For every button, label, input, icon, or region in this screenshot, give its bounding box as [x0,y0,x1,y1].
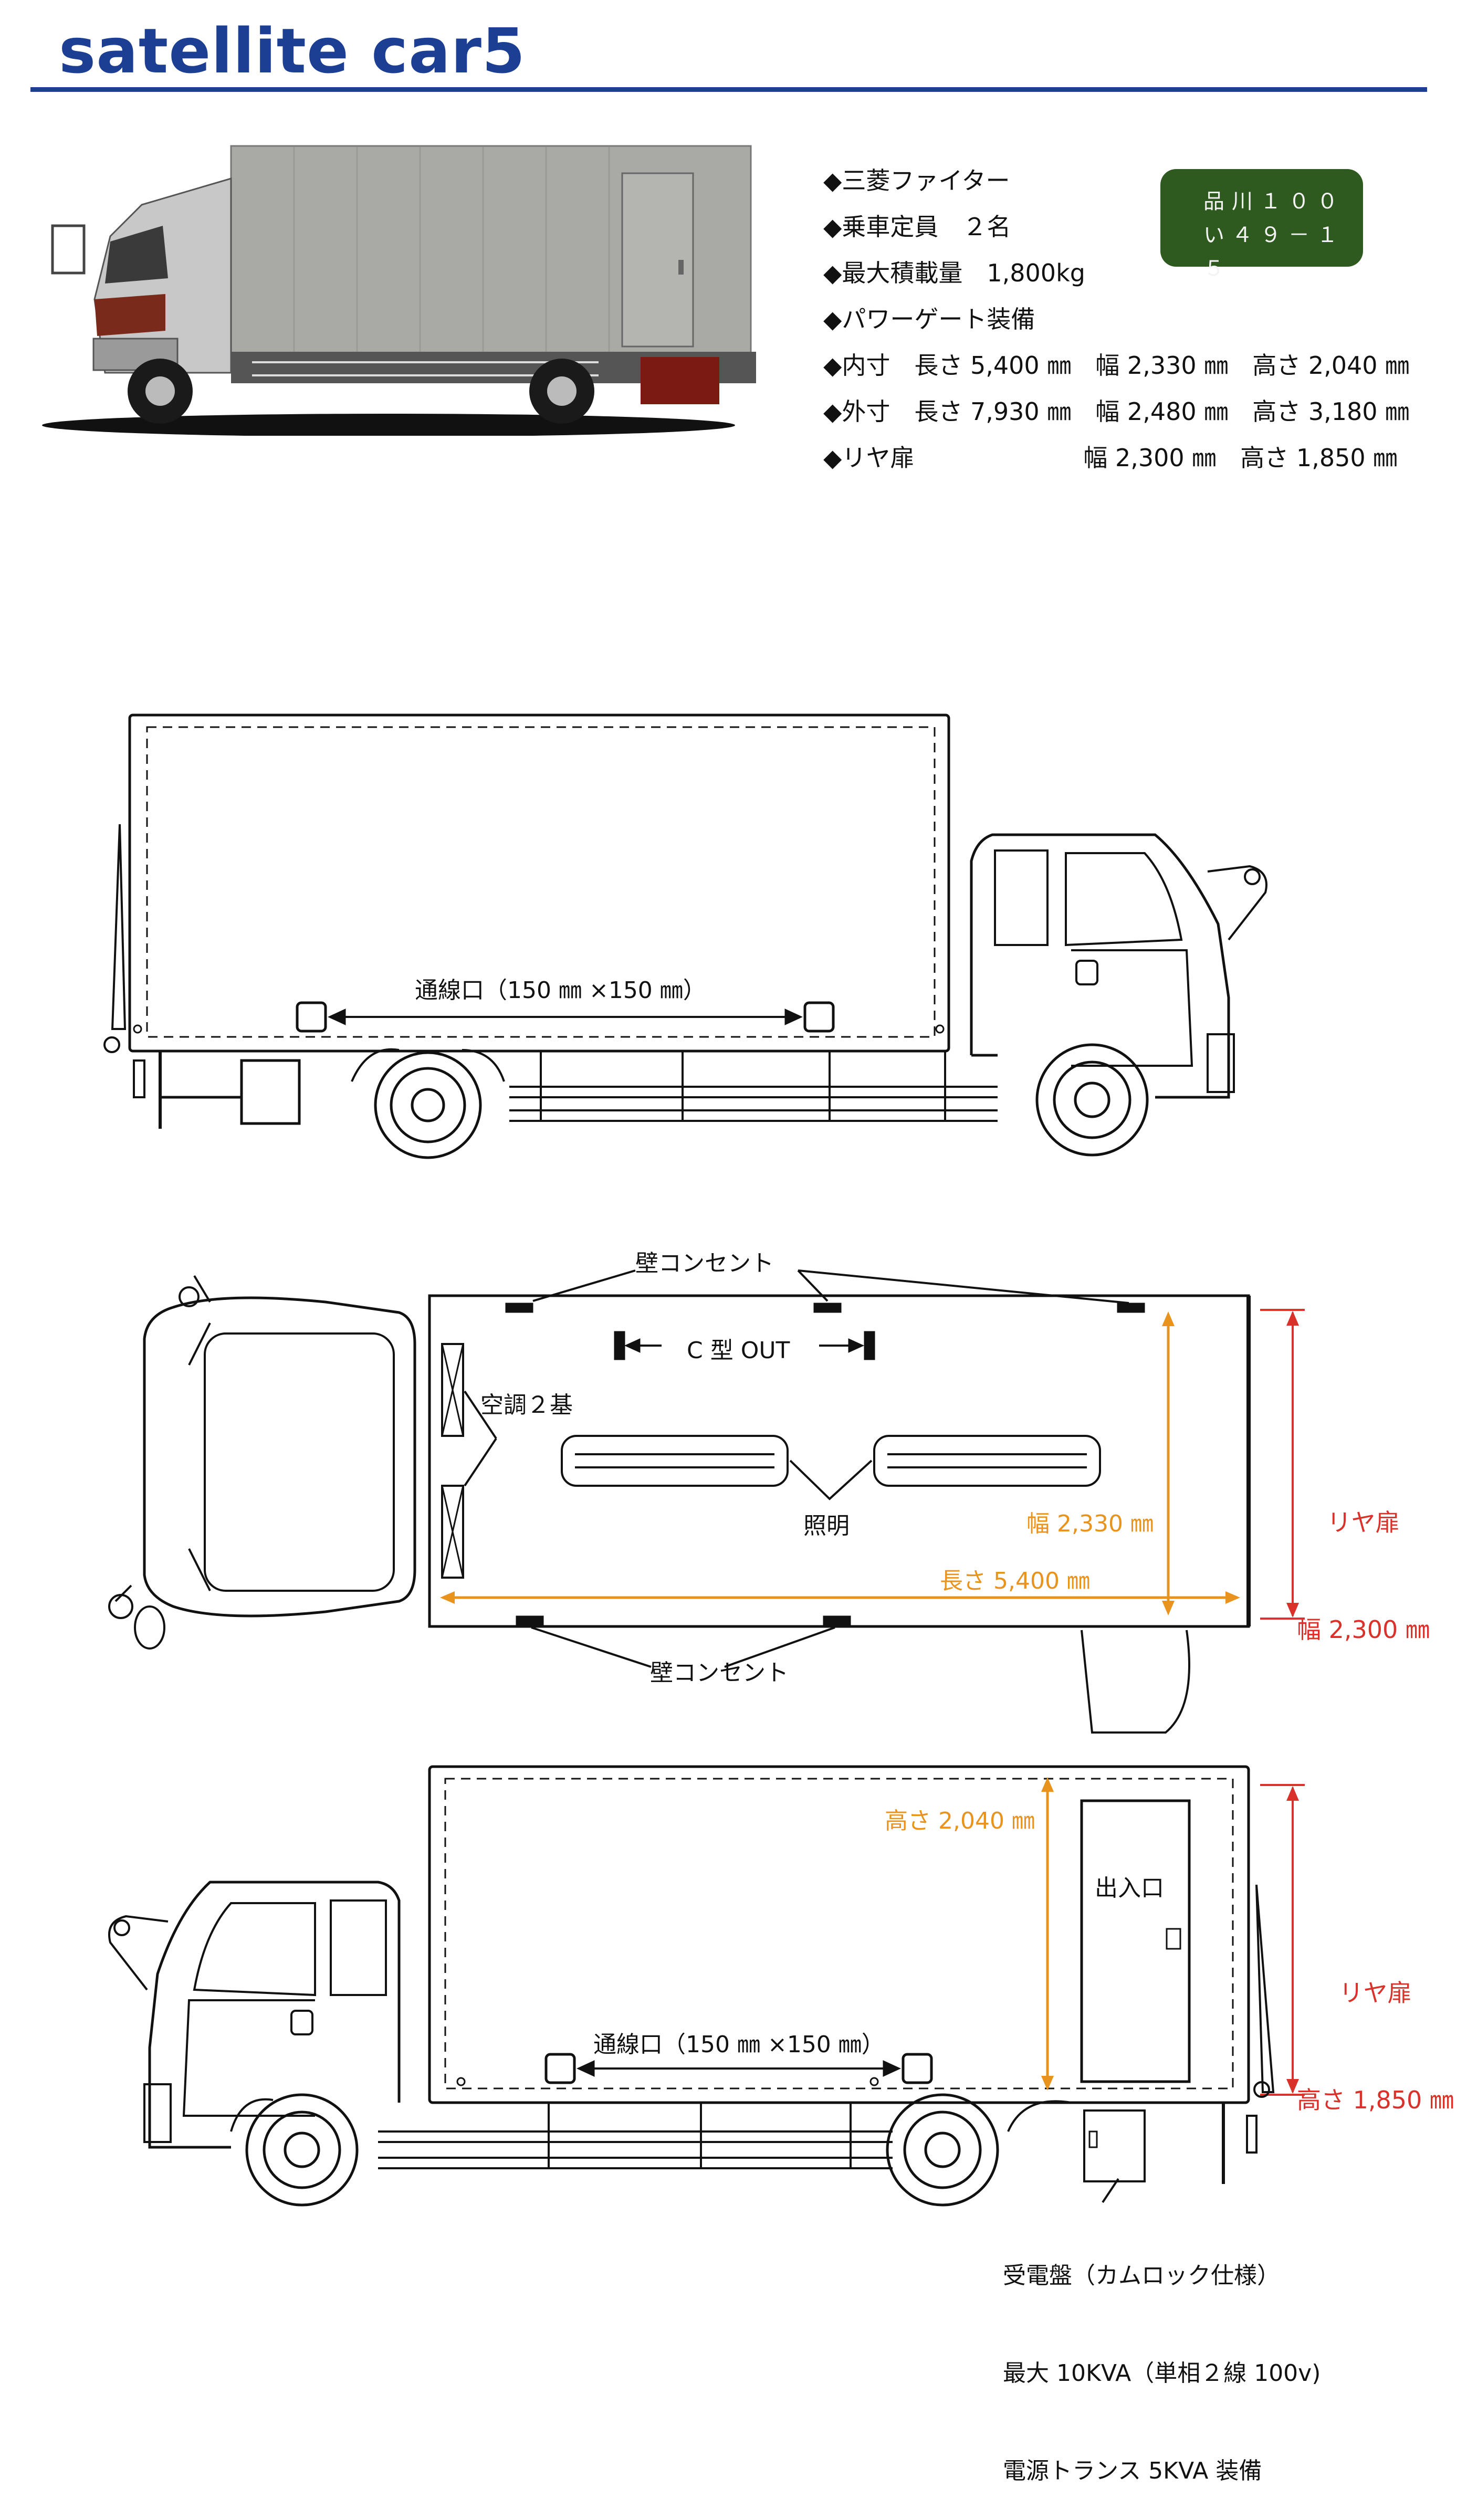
spec-outer-dims: ◆外寸 長さ 7,930 ㎜ 幅 2,480 ㎜ 高さ 3,180 ㎜ [823,397,1410,426]
entrance-label: 出入口 [1095,1875,1164,1902]
aircon-label: 空調２基 [480,1392,573,1419]
title-rule [30,87,1427,92]
spec-max-load: ◆最大積載量 1,800kg [823,259,1085,287]
cable-port-right-2 [902,2053,933,2084]
rear-door-width-label: リヤ扉 幅 2,300 ㎜ [1297,1433,1430,1683]
cable-port-label-1: 通線口（150 ㎜ ×150 ㎜） [415,977,706,1004]
lighting-label: 照明 [803,1513,850,1539]
vehicle-drawings [103,713,1305,2207]
rear-door-title-2: リヤ扉 [1339,1979,1412,2007]
cable-port-right [803,1001,835,1033]
spec-rear-door: ◆リヤ扉 幅 2,300 ㎜ 高さ 1,850 ㎜ [823,444,1398,472]
power-panel-line-2: 最大 10KVA（単相２線 100v) [1003,2360,1321,2387]
license-plate: 品川１００ い４９－１５ [1160,169,1363,281]
cable-port-label-2: 通線口（150 ㎜ ×150 ㎜） [593,2031,885,2058]
cable-port-left-2 [544,2053,576,2084]
power-panel-label: 受電盤（カムロック仕様） 最大 10KVA（単相２線 100v) 電源トランス … [1003,2194,1321,2520]
spec-model: ◆三菱ファイター [823,166,1010,195]
side-view-2 [108,1765,1305,2207]
top-view [108,1269,1305,1734]
rear-door-height-value: 高さ 1,850 ㎜ [1297,2086,1454,2114]
rear-door-height-label: リヤ扉 高さ 1,850 ㎜ [1297,1904,1454,2154]
spec-inner-dims: ◆内寸 長さ 5,400 ㎜ 幅 2,330 ㎜ 高さ 2,040 ㎜ [823,351,1410,380]
side-view-1 [103,713,1267,1159]
cable-port-left [296,1001,327,1033]
plate-line-2: い４９－１５ [1203,223,1345,281]
plate-line-1: 品川１００ [1203,190,1345,214]
inner-height-label: 高さ 2,040 ㎜ [885,1808,1035,1834]
rear-door-width-value: 幅 2,300 ㎜ [1297,1615,1430,1644]
inner-width-label: 幅 2,330 ㎜ [1026,1510,1154,1537]
power-panel-line-3: 電源トランス 5KVA 装備 [1003,2458,1262,2484]
inner-length-label: 長さ 5,400 ㎜ [940,1568,1090,1594]
spec-capacity: ◆乗車定員 ２名 [823,213,1011,241]
rear-door-title-1: リヤ扉 [1327,1508,1400,1537]
wall-outlet-label-top: 壁コンセント [635,1250,774,1277]
power-panel-line-1: 受電盤（カムロック仕様） [1003,2262,1280,2289]
truck-photo [42,145,756,436]
page-title: satellite car5 [59,15,526,87]
wall-outlet-label-bottom: 壁コンセント [650,1660,789,1686]
spec-list: ◆三菱ファイター ◆乗車定員 ２名 ◆最大積載量 1,800kg ◆パワーゲート… [823,158,1409,481]
c-type-out-label: C 型 OUT [687,1337,790,1364]
spec-power-gate: ◆パワーゲート装備 [823,305,1035,333]
